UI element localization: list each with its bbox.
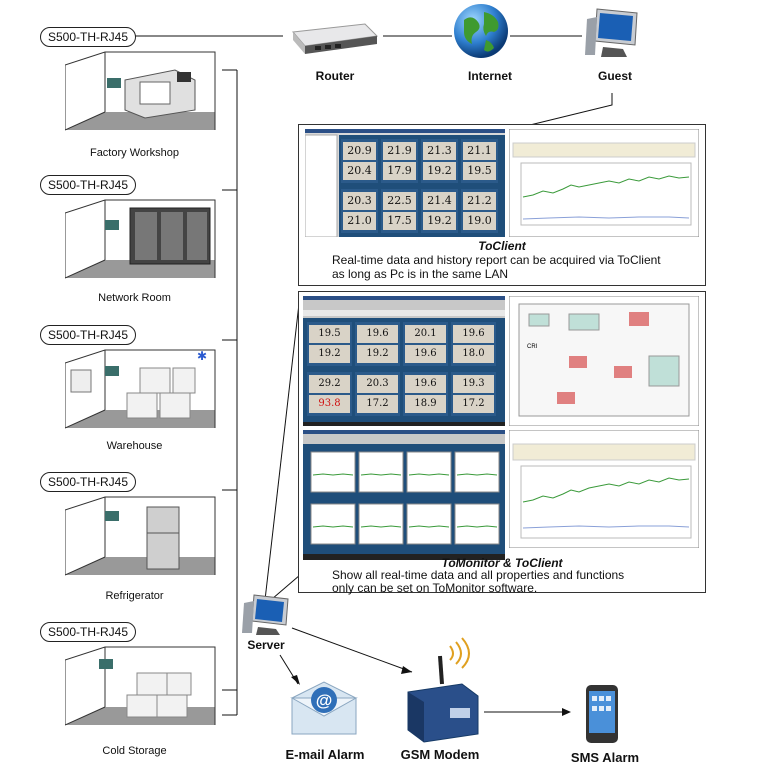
tomonitor-temperature-value: 29.2 <box>309 375 350 393</box>
toclient-reading-cell: 20.3 21.0 <box>341 189 378 233</box>
sensor-badge-label: S500-TH-RJ45 <box>48 30 129 44</box>
refrigerator-room <box>65 496 216 576</box>
toclient-title: ToClient <box>478 239 526 253</box>
tomonitor-reading-cell: 29.2 93.8 <box>307 372 352 416</box>
tomonitor-humidity-value: 17.2 <box>357 395 398 413</box>
guest-label: Guest <box>597 69 632 83</box>
tomonitor-reading-cell: 19.3 17.2 <box>451 372 496 416</box>
cold-storage-room <box>65 646 216 726</box>
room-label-warehouse: Warehouse <box>106 440 163 452</box>
internet-globe-icon <box>454 4 508 58</box>
tomonitor-reading-cell: 20.3 17.2 <box>355 372 400 416</box>
sensor-badge-top: S500-TH-RJ45 <box>40 27 137 47</box>
tomonitor-humidity-value: 18.0 <box>453 345 494 363</box>
email-alarm-label: E-mail Alarm <box>285 747 365 762</box>
gsm-modem-label: GSM Modem <box>400 747 480 762</box>
toclient-reading-cell: 20.9 20.4 <box>341 139 378 183</box>
tomonitor-temperature-value: 20.3 <box>357 375 398 393</box>
network-room <box>65 199 216 279</box>
tomonitor-temperature-value: 19.6 <box>357 325 398 343</box>
sensor-badge-3: S500-TH-RJ45 <box>40 325 137 345</box>
toclient-history-chart <box>509 129 699 237</box>
tomonitor-description-2: only can be set on ToMonitor software. <box>332 581 538 595</box>
toclient-reading-cell: 21.2 19.0 <box>461 189 498 233</box>
server-computer-icon <box>242 594 289 635</box>
toclient-humidity-value: 21.0 <box>343 212 376 230</box>
toclient-humidity-value: 17.9 <box>383 162 416 180</box>
toclient-panel: 20.9 20.4 21.9 17.9 21.3 19.2 21.1 19.5 20.3 21.0… <box>298 124 706 286</box>
smartphone-icon <box>586 685 618 743</box>
tomonitor-temperature-value: 19.5 <box>309 325 350 343</box>
warehouse-room: ✱ <box>65 349 216 429</box>
toclient-temperature-value: 21.9 <box>383 142 416 160</box>
tomonitor-humidity-value: 93.8 <box>309 395 350 413</box>
tomonitor-reading-cell: 19.6 18.0 <box>451 322 496 366</box>
sensor-badge-4: S500-TH-RJ45 <box>40 472 137 492</box>
tomonitor-temperature-value: 19.6 <box>405 375 446 393</box>
tomonitor-panel: 19.5 19.2 19.6 19.2 20.1 19.6 19.6 18.0 29.2 93.8… <box>298 291 706 595</box>
svg-text:✱: ✱ <box>197 349 207 363</box>
sensor-badge-2: S500-TH-RJ45 <box>40 175 137 195</box>
room-label-cold-storage: Cold Storage <box>102 745 167 757</box>
sms-alarm-label: SMS Alarm <box>570 750 640 765</box>
toclient-reading-cell: 21.4 19.2 <box>421 189 458 233</box>
svg-text:CRI: CRI <box>527 344 538 350</box>
toclient-reading-cell: 22.5 17.5 <box>381 189 418 233</box>
email-envelope-icon: @ <box>290 681 358 735</box>
floor-plan-map: CRI <box>509 296 699 426</box>
tomonitor-temperature-value: 19.3 <box>453 375 494 393</box>
toclient-description-2: as long as Pc is in the same LAN <box>332 267 509 281</box>
toclient-description-1: Real-time data and history report can be… <box>332 253 661 267</box>
tomonitor-reading-cell: 19.5 19.2 <box>307 322 352 366</box>
tomonitor-readings: 19.5 19.2 19.6 19.2 20.1 19.6 19.6 18.0 29.2 93.8… <box>307 322 503 420</box>
router-icon <box>292 23 379 54</box>
email-at-symbol: @ <box>316 691 333 710</box>
toclient-reading-cell: 21.3 19.2 <box>421 139 458 183</box>
tomonitor-trend-grid <box>303 430 505 560</box>
toclient-temperature-value: 20.3 <box>343 192 376 210</box>
toclient-readings: 20.9 20.4 21.9 17.9 21.3 19.2 21.1 19.5 20.3 21.0… <box>341 139 501 237</box>
gsm-modem-icon <box>407 637 479 743</box>
toclient-temperature-value: 21.3 <box>423 142 456 160</box>
toclient-humidity-value: 17.5 <box>383 212 416 230</box>
toclient-humidity-value: 19.2 <box>423 212 456 230</box>
toclient-temperature-value: 22.5 <box>383 192 416 210</box>
router-label: Router <box>315 69 355 83</box>
tomonitor-reading-cell: 19.6 19.2 <box>355 322 400 366</box>
toclient-humidity-value: 19.0 <box>463 212 496 230</box>
guest-computer-icon <box>585 8 638 57</box>
toclient-reading-cell: 21.9 17.9 <box>381 139 418 183</box>
toclient-humidity-value: 20.4 <box>343 162 376 180</box>
room-label-refrigerator: Refrigerator <box>105 590 164 602</box>
toclient-temperature-value: 21.2 <box>463 192 496 210</box>
tomonitor-reading-cell: 19.6 18.9 <box>403 372 448 416</box>
tomonitor-description-1: Show all real-time data and all properti… <box>332 568 625 582</box>
server-label: Server <box>247 638 285 652</box>
tomonitor-humidity-value: 19.2 <box>309 345 350 363</box>
internet-label: Internet <box>467 69 512 83</box>
toclient-temperature-value: 21.4 <box>423 192 456 210</box>
tomonitor-temperature-value: 20.1 <box>405 325 446 343</box>
tomonitor-title: ToMonitor & ToClient <box>441 556 563 570</box>
tomonitor-humidity-value: 18.9 <box>405 395 446 413</box>
room-label-factory: Factory Workshop <box>89 147 180 159</box>
tomonitor-history-chart <box>509 430 699 548</box>
sensor-badge-5: S500-TH-RJ45 <box>40 622 137 642</box>
toclient-temperature-value: 21.1 <box>463 142 496 160</box>
tomonitor-reading-cell: 20.1 19.6 <box>403 322 448 366</box>
room-label-network: Network Room <box>98 292 171 304</box>
toclient-humidity-value: 19.2 <box>423 162 456 180</box>
toclient-humidity-value: 19.5 <box>463 162 496 180</box>
tomonitor-temperature-value: 19.6 <box>453 325 494 343</box>
toclient-reading-cell: 21.1 19.5 <box>461 139 498 183</box>
tomonitor-humidity-value: 19.6 <box>405 345 446 363</box>
tomonitor-humidity-value: 17.2 <box>453 395 494 413</box>
tomonitor-humidity-value: 19.2 <box>357 345 398 363</box>
toclient-temperature-value: 20.9 <box>343 142 376 160</box>
factory-workshop-room <box>65 51 216 131</box>
